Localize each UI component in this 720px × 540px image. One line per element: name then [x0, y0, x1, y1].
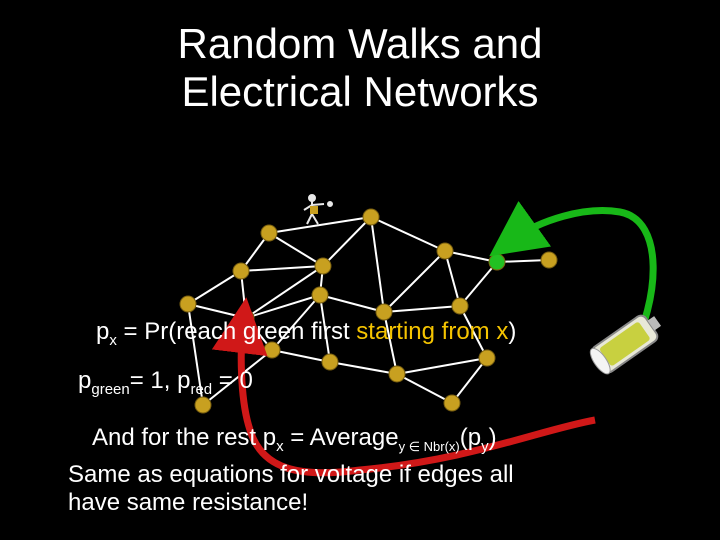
graph-node: [260, 224, 278, 242]
graph-edge: [396, 357, 488, 375]
green-node: [488, 253, 506, 271]
average-rule: And for the rest px = Averagey ∈ Nbr(x)(…: [92, 424, 497, 455]
graph-edge: [383, 305, 461, 313]
graph-edge: [202, 349, 273, 406]
graph-edge: [271, 294, 321, 351]
graph-node: [194, 396, 212, 414]
graph-edge: [459, 305, 488, 359]
graph-node: [451, 297, 469, 315]
graph-edge: [245, 265, 324, 319]
graph-node: [388, 365, 406, 383]
graph-node: [311, 286, 329, 304]
graph-edge: [322, 216, 372, 267]
conclusion-line-1: Same as equations for voltage if edges a…: [68, 461, 514, 488]
graph-edge: [459, 261, 498, 307]
graph-node: [375, 303, 393, 321]
graph-edge: [444, 250, 498, 263]
graph-edge: [319, 294, 385, 313]
graph-edge: [370, 216, 385, 313]
graph-edge: [451, 357, 488, 404]
graph-edge: [496, 259, 550, 263]
boundary-conditions: pgreen= 1, pred = 0: [78, 367, 253, 398]
graph-node: [436, 242, 454, 260]
graph-edge: [240, 265, 324, 272]
graph-edge: [268, 232, 324, 267]
graph-edge: [268, 216, 372, 234]
graph-edge: [319, 294, 331, 363]
red-arrow: [211, 297, 596, 477]
graph-edge: [329, 361, 398, 375]
title-line-1: Random Walks and: [177, 20, 543, 67]
prob-definition: px = Pr(reach green first starting from …: [96, 318, 517, 349]
graph-nodes: [179, 208, 558, 414]
slide-title: Random Walks and Electrical Networks: [0, 20, 720, 116]
graph-edge: [383, 250, 446, 313]
conclusion-line-2: have same resistance!: [68, 489, 309, 516]
graph-edge: [396, 373, 453, 404]
walker-figure-icon: [303, 194, 333, 225]
graph-edge: [187, 270, 242, 305]
graph-node: [478, 349, 496, 367]
graph-edge: [383, 311, 398, 375]
green-arrow: [489, 200, 657, 357]
graph-edge: [370, 216, 446, 252]
graph-node: [362, 208, 380, 226]
graph-edge: [187, 303, 247, 319]
graph-node: [232, 262, 250, 280]
graph-node: [443, 394, 461, 412]
title-line-2: Electrical Networks: [181, 68, 539, 115]
graph-node: [540, 251, 558, 269]
graph-edge: [187, 303, 204, 406]
graph-node: [179, 295, 197, 313]
graph-edge: [444, 250, 461, 307]
battery-icon: [589, 314, 662, 375]
graph-edge: [271, 349, 331, 363]
graph-node: [314, 257, 332, 275]
graph-node: [321, 353, 339, 371]
